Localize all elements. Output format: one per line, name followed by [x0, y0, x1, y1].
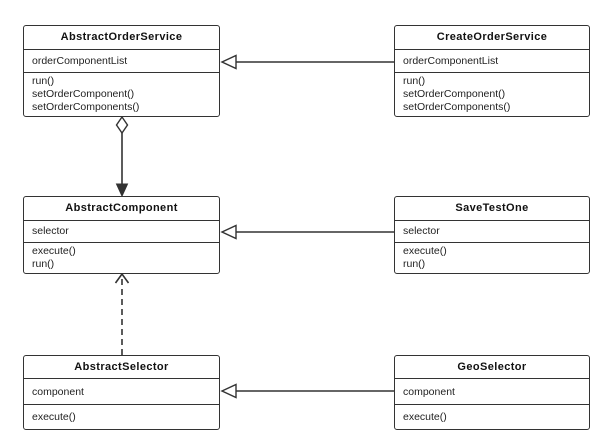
class-attribute: component — [32, 385, 84, 398]
class-method: setOrderComponent() — [32, 88, 135, 100]
edge-savetestone-to-abstractcomponent — [220, 224, 394, 240]
class-abstract-order-service: AbstractOrderService orderComponentList … — [23, 25, 220, 117]
class-method: run() — [403, 258, 426, 270]
class-attributes: orderComponentList — [395, 50, 589, 73]
filled-triangle-arrowhead-icon — [115, 183, 129, 198]
class-methods: execute() — [395, 405, 589, 429]
class-method: execute() — [32, 410, 76, 423]
class-method: run() — [32, 75, 55, 87]
class-attributes: selector — [395, 221, 589, 243]
class-method: setOrderComponents() — [403, 101, 511, 113]
class-abstract-selector: AbstractSelector component execute() — [23, 355, 220, 430]
class-save-test-one: SaveTestOne selector execute() run() — [394, 196, 590, 274]
class-attributes: component — [24, 379, 219, 405]
class-title: GeoSelector — [395, 356, 589, 379]
class-method: execute() — [403, 410, 447, 423]
class-methods: execute() run() — [395, 243, 589, 273]
class-method: setOrderComponent() — [403, 88, 506, 100]
edge-abstractselector-to-abstractcomponent — [114, 272, 130, 355]
class-title: CreateOrderService — [395, 26, 589, 50]
class-attribute: selector — [403, 225, 440, 238]
class-title: AbstractComponent — [24, 197, 219, 221]
class-attribute: selector — [32, 225, 69, 238]
class-method: execute() — [32, 245, 76, 257]
class-methods: run() setOrderComponent() setOrderCompon… — [24, 73, 219, 116]
class-methods: execute() run() — [24, 243, 219, 273]
hollow-diamond-icon — [115, 115, 129, 135]
class-method: execute() — [403, 245, 447, 257]
class-attribute: orderComponentList — [32, 54, 128, 67]
class-methods: run() setOrderComponent() setOrderCompon… — [395, 73, 589, 116]
hollow-triangle-arrowhead-icon — [220, 383, 237, 399]
edge-geoselector-to-abstractselector — [220, 383, 394, 399]
class-create-order-service: CreateOrderService orderComponentList ru… — [394, 25, 590, 117]
class-attributes: component — [395, 379, 589, 405]
class-methods: execute() — [24, 405, 219, 429]
hollow-triangle-arrowhead-icon — [220, 224, 237, 240]
class-method: setOrderComponents() — [32, 101, 140, 113]
hollow-triangle-arrowhead-icon — [220, 54, 237, 70]
class-geo-selector: GeoSelector component execute() — [394, 355, 590, 430]
class-abstract-component: AbstractComponent selector execute() run… — [23, 196, 220, 274]
edge-abstractorderservice-to-abstractcomponent — [115, 115, 129, 198]
class-method: run() — [403, 75, 426, 87]
class-attribute: component — [403, 385, 455, 398]
class-attribute: orderComponentList — [403, 54, 499, 67]
class-title: AbstractSelector — [24, 356, 219, 379]
class-method: run() — [32, 258, 55, 270]
class-attributes: selector — [24, 221, 219, 243]
class-title: SaveTestOne — [395, 197, 589, 221]
edge-createorderservice-to-abstractorderservice — [220, 54, 394, 70]
class-attributes: orderComponentList — [24, 50, 219, 73]
open-arrowhead-icon — [114, 272, 130, 284]
class-title: AbstractOrderService — [24, 26, 219, 50]
